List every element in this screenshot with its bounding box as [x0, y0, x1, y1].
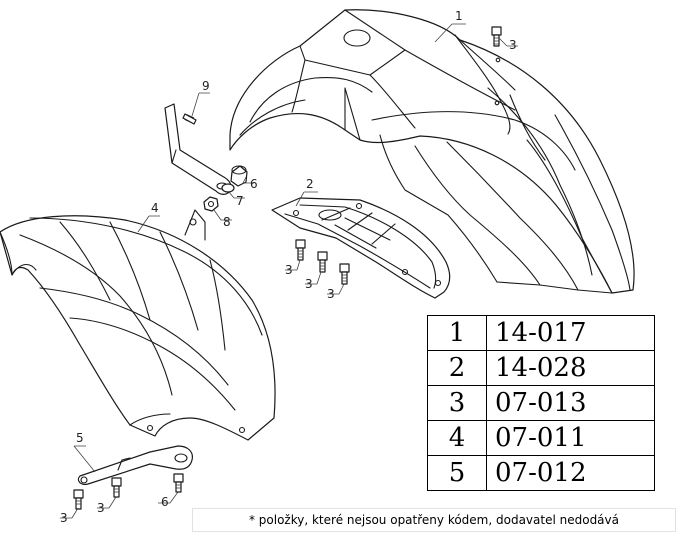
part-code-cell: 07-013	[486, 385, 655, 421]
part-9-l-bracket	[164, 103, 232, 195]
callout-numbers: 1 2 3 3 3 3 3 3 3 4 5 6 6 7 8 9	[60, 9, 517, 525]
bolt-3-top-right	[491, 26, 502, 47]
part-number-cell: 3	[427, 385, 487, 421]
footnote: * položky, které nejsou opatřeny kódem, …	[192, 508, 676, 532]
callout-5: 5	[76, 431, 84, 445]
part-code-cell: 07-011	[486, 420, 655, 456]
part-code-cell: 14-017	[486, 315, 655, 351]
table-row: 4 07-011	[427, 420, 655, 456]
callout-6: 6	[250, 177, 258, 191]
callout-3: 3	[509, 38, 517, 52]
callout-8: 8	[223, 215, 231, 229]
part-number-cell: 4	[427, 420, 487, 456]
part-5-bracket-arm	[77, 445, 193, 485]
part-2-bracket-plate	[271, 197, 451, 299]
washer-7	[221, 183, 235, 193]
callout-2: 2	[306, 177, 314, 191]
part-number-cell: 1	[427, 315, 487, 351]
part-code-cell: 14-028	[486, 350, 655, 386]
leader-lines	[60, 23, 518, 519]
bolt-3-middle	[317, 251, 328, 273]
bolt-3-bottom-left	[73, 489, 84, 510]
table-row: 2 14-028	[427, 350, 655, 386]
bolt-3-right	[339, 263, 350, 285]
parts-code-table: 1 14-017 2 14-028 3 07-013 4 07-011 5 07…	[427, 315, 655, 491]
part-1-rear-fender	[229, 9, 635, 294]
table-row: 3 07-013	[427, 385, 655, 421]
part-4-front-fender	[0, 209, 276, 441]
callout-9: 9	[202, 79, 210, 93]
part-number-cell: 2	[427, 350, 487, 386]
callout-7: 7	[236, 194, 244, 208]
part-number-cell: 5	[427, 455, 487, 491]
callout-3: 3	[327, 287, 335, 301]
bolt-6-bottom	[173, 473, 184, 493]
bolt-3-bottom-middle	[111, 477, 122, 498]
screw-9	[182, 113, 197, 125]
bolt-3-left	[295, 239, 306, 261]
callout-3: 3	[97, 501, 105, 515]
callout-6: 6	[161, 495, 169, 509]
callout-1: 1	[455, 9, 463, 23]
callout-3: 3	[285, 263, 293, 277]
callout-3: 3	[305, 277, 313, 291]
nut-8	[203, 196, 219, 212]
callout-4: 4	[151, 201, 159, 215]
part-code-cell: 07-012	[486, 455, 655, 491]
callout-3: 3	[60, 511, 68, 525]
sleeve-6	[230, 165, 248, 187]
table-row: 5 07-012	[427, 455, 655, 491]
table-row: 1 14-017	[427, 315, 655, 351]
